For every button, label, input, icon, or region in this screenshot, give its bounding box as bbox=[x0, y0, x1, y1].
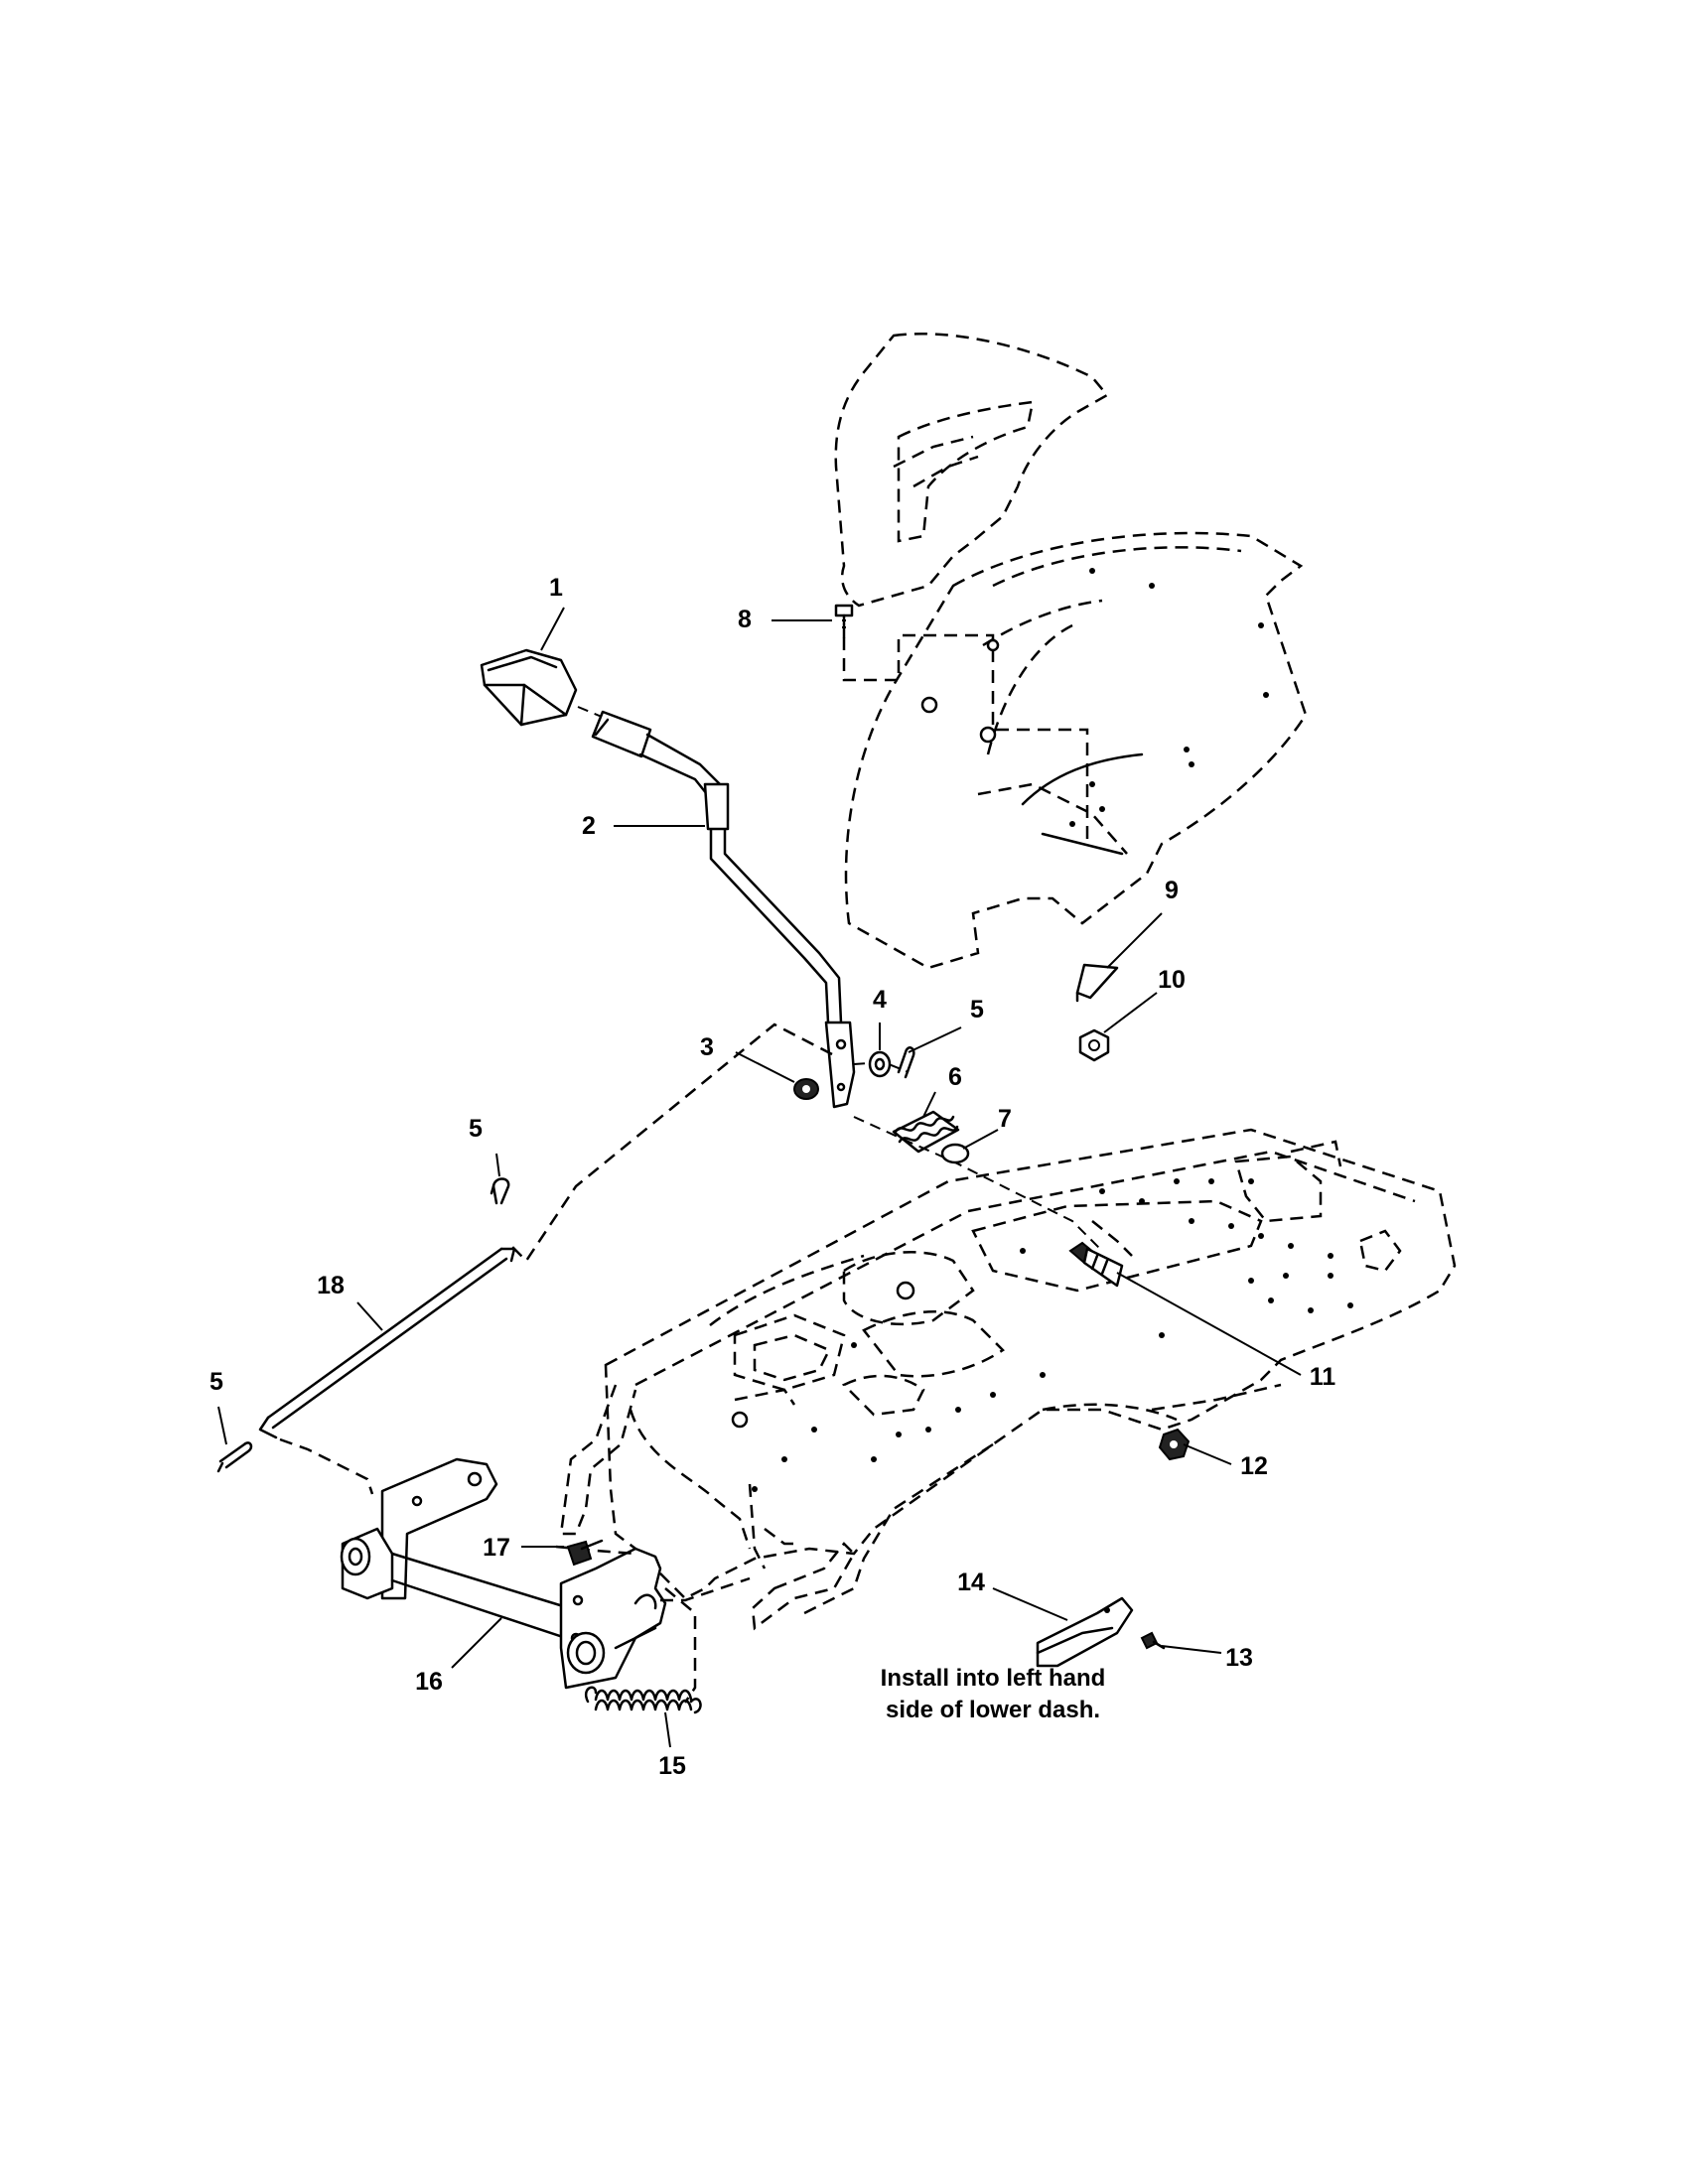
part-17-screw bbox=[566, 1539, 604, 1567]
callout-18: 18 bbox=[317, 1272, 345, 1299]
callout-10: 10 bbox=[1158, 966, 1186, 994]
part-5-hairpin-lower bbox=[216, 1441, 253, 1473]
part-18-brake-rod bbox=[258, 1247, 516, 1439]
callout-1: 1 bbox=[549, 574, 563, 602]
part-10-hex-nut bbox=[1078, 1028, 1110, 1062]
callout-6: 6 bbox=[948, 1063, 962, 1091]
callout-5-upper: 5 bbox=[970, 996, 984, 1024]
callout-9: 9 bbox=[1165, 877, 1179, 904]
install-note-line-1: Install into left hand bbox=[881, 1665, 1106, 1692]
callout-14: 14 bbox=[957, 1569, 985, 1596]
install-note: Install into left hand side of lower das… bbox=[881, 1665, 1106, 1723]
leader-lines bbox=[217, 607, 1302, 1748]
part-3-nut bbox=[793, 1078, 819, 1100]
part-15-spring bbox=[585, 1686, 702, 1714]
callout-7: 7 bbox=[998, 1105, 1012, 1133]
callout-8: 8 bbox=[738, 606, 752, 633]
callout-12: 12 bbox=[1240, 1452, 1268, 1480]
part-14-clip bbox=[1036, 1596, 1134, 1668]
callout-11: 11 bbox=[1310, 1363, 1336, 1391]
part-4-washer bbox=[868, 1050, 892, 1078]
pedal-link-path bbox=[510, 1023, 833, 1263]
part-1-pedal-pad bbox=[480, 648, 578, 727]
callout-16: 16 bbox=[415, 1668, 443, 1696]
part-16-cross-shaft bbox=[340, 1457, 667, 1690]
callout-2: 2 bbox=[582, 812, 596, 840]
install-note-line-2: side of lower dash. bbox=[886, 1697, 1100, 1723]
tractor-frame-outline bbox=[559, 1128, 1457, 1631]
callout-17: 17 bbox=[483, 1534, 510, 1562]
part-9-bracket bbox=[1075, 963, 1119, 1003]
rod-to-bracket-path bbox=[279, 1437, 374, 1495]
callout-4: 4 bbox=[873, 986, 887, 1014]
part-7-washer bbox=[940, 1143, 970, 1164]
shaft-to-frame-path bbox=[660, 1576, 751, 1602]
callout-13: 13 bbox=[1225, 1644, 1253, 1672]
pad-install-path bbox=[577, 706, 603, 718]
callout-labels: 1 2 3 4 5 6 7 5 8 9 10 11 12 13 14 15 16… bbox=[210, 574, 1335, 1780]
callout-15: 15 bbox=[658, 1752, 686, 1780]
bracket-mount-path bbox=[555, 1545, 697, 1704]
bolt-install-path bbox=[842, 633, 1089, 844]
part-12-hex-nut bbox=[1158, 1428, 1191, 1461]
callout-5-middle: 5 bbox=[469, 1115, 483, 1143]
part-11-shoulder-bolt bbox=[1068, 1241, 1124, 1288]
callout-5-lower: 5 bbox=[210, 1368, 223, 1396]
callout-3: 3 bbox=[700, 1033, 714, 1061]
part-13-screw bbox=[1140, 1631, 1166, 1650]
part-6-spring bbox=[892, 1110, 960, 1154]
rear-fender-outline bbox=[834, 333, 1109, 608]
part-2-pedal-arm bbox=[591, 710, 856, 1109]
part-5-hairpin-upper bbox=[897, 1046, 915, 1079]
dash-panel-outline bbox=[844, 531, 1308, 970]
part-8-bolt bbox=[834, 604, 854, 639]
part-5-hairpin-mid bbox=[490, 1177, 510, 1205]
